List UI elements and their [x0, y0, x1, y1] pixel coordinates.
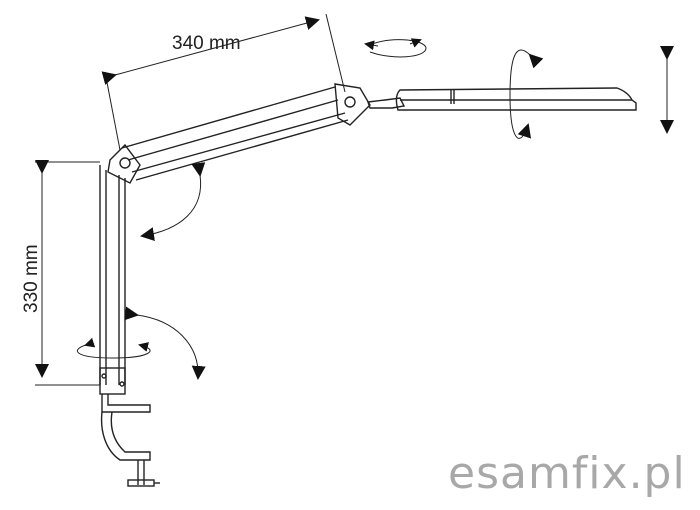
- rotation-arrows: [76, 38, 674, 380]
- upper-arm: [107, 83, 406, 184]
- upper-arm-length-label: 340 mm: [172, 33, 241, 54]
- desk-clamp: [100, 394, 160, 487]
- lower-arm: [99, 165, 126, 395]
- watermark: esamfix.pl: [448, 448, 686, 499]
- upper-arm-dimension: [101, 13, 346, 151]
- lower-arm-length-label: 330 mm: [21, 244, 42, 313]
- lamp-head: [395, 87, 637, 111]
- lower-arm-dimension: [35, 160, 100, 386]
